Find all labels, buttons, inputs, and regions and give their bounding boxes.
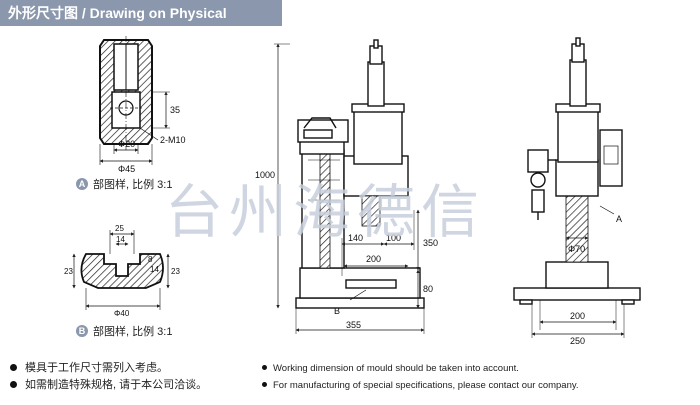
dim-front-200: 200 xyxy=(570,311,585,321)
watermark: 台州海德信 xyxy=(165,178,486,246)
dim-side-140: 140 xyxy=(348,233,363,243)
dim-b-right1: 8 xyxy=(148,255,153,264)
caption-a-text: 部图样, 比例 3:1 xyxy=(93,179,173,191)
detail-a-drawing xyxy=(99,36,170,165)
dim-b-top: 25 xyxy=(115,224,124,233)
dim-side-350: 350 xyxy=(423,238,438,248)
dim-side-80: 80 xyxy=(423,284,433,294)
note-en-1: Working dimension of mould should be tak… xyxy=(262,360,579,377)
note-cn-1: 模具于工作尺寸需列入考虑。 xyxy=(10,360,207,377)
detail-b-drawing xyxy=(72,230,170,310)
dim-side-200: 200 xyxy=(366,254,381,264)
dim-a-height: 35 xyxy=(170,105,180,115)
dim-side-height: 1000 xyxy=(255,170,275,180)
dim-b-right3: 23 xyxy=(171,267,180,276)
label-side-b: B xyxy=(334,306,340,316)
dim-b-slot: 14 xyxy=(116,235,125,244)
dim-side-100: 100 xyxy=(386,233,401,243)
dim-a-outer: Φ45 xyxy=(118,164,135,174)
notes-chinese: 模具于工作尺寸需列入考虑。 如需制造特殊规格, 请于本公司洽谈。 xyxy=(10,360,207,394)
section-header: 外形尺寸图 / Drawing on Physical Dimensions： xyxy=(0,0,282,47)
caption-detail-a: A 部图样, 比例 3:1 xyxy=(76,176,172,192)
dim-b-base: Φ40 xyxy=(114,309,130,318)
front-view-dimensions xyxy=(531,205,625,338)
side-view-drawing xyxy=(295,39,425,309)
dim-b-right2: 14 xyxy=(150,265,159,274)
dim-side-355: 355 xyxy=(346,320,361,330)
note-en-2: For manufacturing of special specificati… xyxy=(262,377,579,394)
dim-front-250: 250 xyxy=(570,336,585,346)
front-view-drawing xyxy=(513,37,641,305)
dim-b-left: 23 xyxy=(64,267,73,276)
side-view-dimensions xyxy=(274,43,425,334)
notes-english: Working dimension of mould should be tak… xyxy=(262,360,579,394)
dim-a-bore: Φ20 xyxy=(118,139,135,149)
caption-detail-b: B 部图样, 比例 3:1 xyxy=(76,323,172,339)
caption-b-text: 部图样, 比例 3:1 xyxy=(93,326,173,338)
dim-front-70: Φ70 xyxy=(568,244,585,254)
dim-a-thread: 2-M10 xyxy=(160,135,186,145)
note-cn-2: 如需制造特殊规格, 请于本公司洽谈。 xyxy=(10,377,207,394)
label-front-a: A xyxy=(616,214,622,224)
badge-b: B xyxy=(76,325,88,338)
badge-a: A xyxy=(76,178,88,191)
